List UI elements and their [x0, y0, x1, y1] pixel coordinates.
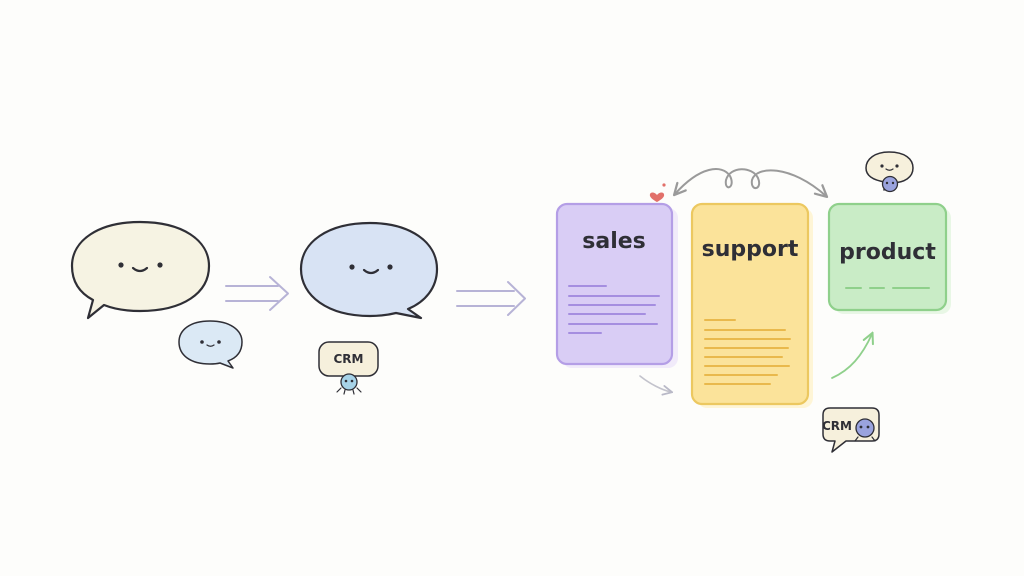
crm-tag-left: CRM — [318, 341, 379, 395]
eye-right — [217, 340, 221, 344]
card-sales-title: sales — [582, 229, 646, 254]
robot-icon — [336, 373, 362, 395]
double-arrow-icon — [456, 281, 526, 316]
arrow-sales-to-support — [639, 375, 671, 392]
speech-bubble-cream-icon — [70, 220, 211, 320]
eye-right — [387, 264, 393, 270]
arrow-support-to-product — [831, 334, 872, 379]
robot-icon — [881, 175, 899, 193]
speech-bubble-blue-icon — [299, 221, 439, 320]
speech-bubble-small-icon — [178, 320, 243, 369]
card-sales-text-lines — [568, 285, 660, 334]
eye-left — [200, 340, 204, 344]
robot-icon — [854, 418, 876, 442]
heart-icon — [649, 183, 666, 202]
card-support-title: support — [702, 237, 799, 262]
smile — [131, 266, 149, 273]
eye-right — [157, 262, 163, 268]
crm-tag-right: CRM — [822, 407, 880, 453]
bubble-small-body — [178, 320, 243, 369]
eye-left — [118, 262, 124, 268]
card-support-text-lines — [704, 319, 791, 385]
smile — [362, 268, 380, 275]
loop-arrow-icon — [672, 168, 829, 199]
crm-tag-label: CRM — [822, 419, 852, 433]
crm-tag-label: CRM — [334, 352, 364, 366]
speech-bubble-robot-icon — [865, 151, 914, 193]
card-support-body — [690, 202, 810, 406]
bubble-blue-body — [299, 221, 439, 320]
card-sales-body — [555, 202, 674, 366]
card-sales: sales — [555, 202, 678, 368]
card-support: support — [690, 202, 813, 408]
card-product: product — [827, 202, 951, 314]
card-product-body — [827, 202, 948, 312]
eye-left — [349, 264, 355, 270]
card-product-title: product — [839, 240, 936, 265]
smile — [206, 344, 215, 347]
double-arrow-icon — [225, 276, 289, 311]
